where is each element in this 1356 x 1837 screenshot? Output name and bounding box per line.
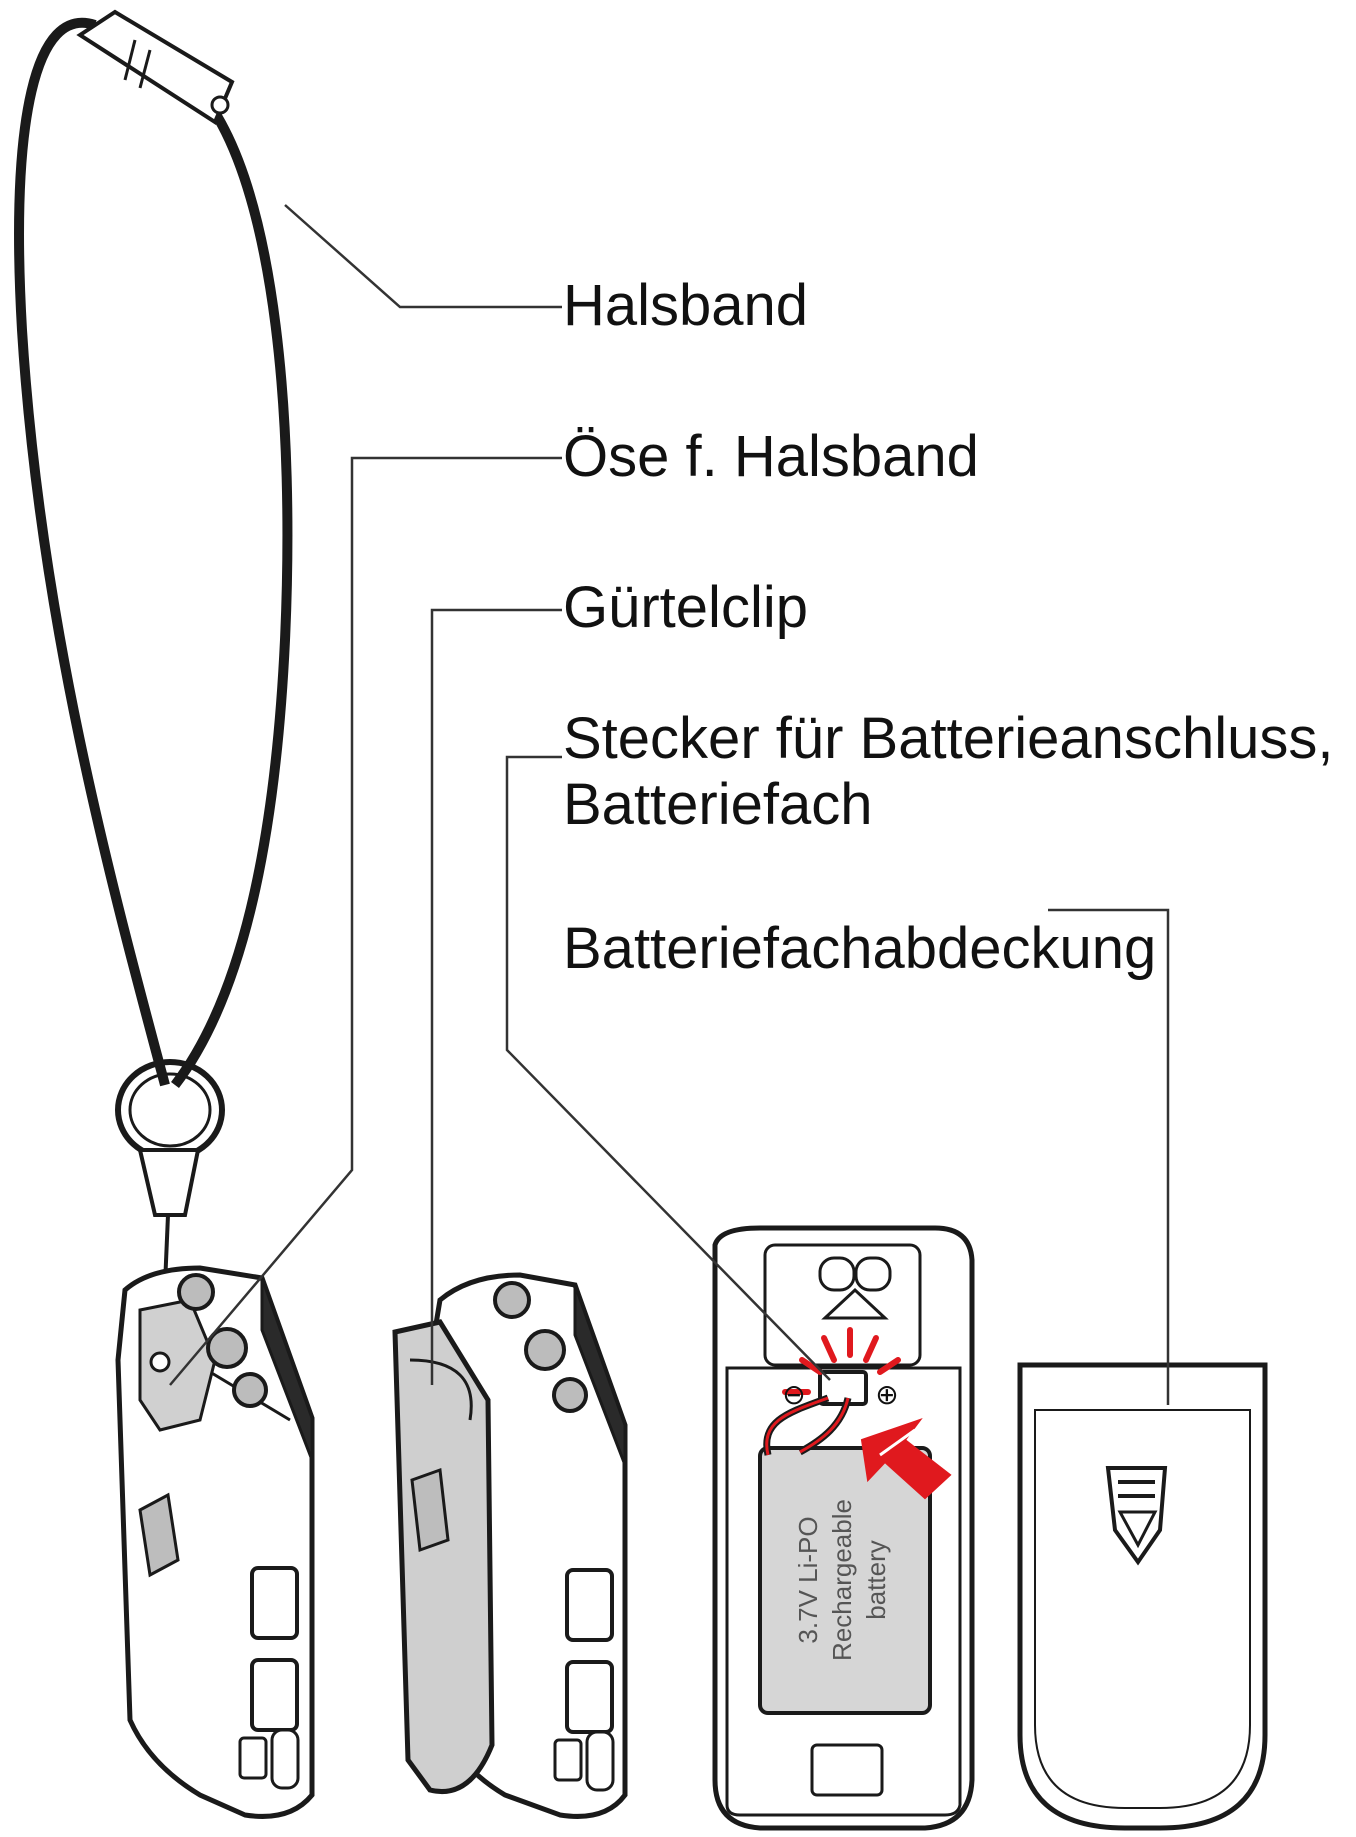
leader-oese <box>169 456 562 1386</box>
device-front-left <box>115 1265 315 1819</box>
label-halsband: Halsband <box>563 273 809 338</box>
leader-lines <box>169 204 1170 1405</box>
insert-arrow <box>860 1417 952 1500</box>
label-stecker-line1: Stecker für Batterieanschluss, <box>563 706 1334 771</box>
battery-text-voltage: 3.7V Li-PO <box>793 1516 823 1643</box>
split-ring <box>115 1059 225 1356</box>
leader-guertelclip <box>430 608 562 1385</box>
leader-stecker <box>505 755 831 1381</box>
label-guertelclip: Gürtelclip <box>563 575 808 640</box>
label-oese-halsband: Öse f. Halsband <box>563 424 979 489</box>
leader-halsband <box>284 204 562 309</box>
label-batteriefachabdeckung: Batteriefachabdeckung <box>563 916 1157 981</box>
device-open-back <box>712 1225 975 1831</box>
neck-strap <box>14 18 293 1089</box>
battery-cover <box>1017 1362 1268 1831</box>
strap-stopper <box>76 9 235 125</box>
leader-abdeckung <box>1048 908 1170 1405</box>
connector-highlight <box>782 1327 901 1395</box>
battery-label: 3.7V Li-PO Rechargeable battery <box>793 1499 891 1661</box>
polarity-minus: ⊖ <box>782 1378 805 1411</box>
battery-text-battery: battery <box>861 1540 891 1620</box>
polarity-plus: ⊕ <box>875 1378 898 1411</box>
label-stecker-line2: Batteriefach <box>563 772 873 837</box>
battery-text-rechargeable: Rechargeable <box>827 1499 857 1661</box>
belt-clip <box>392 1319 495 1794</box>
